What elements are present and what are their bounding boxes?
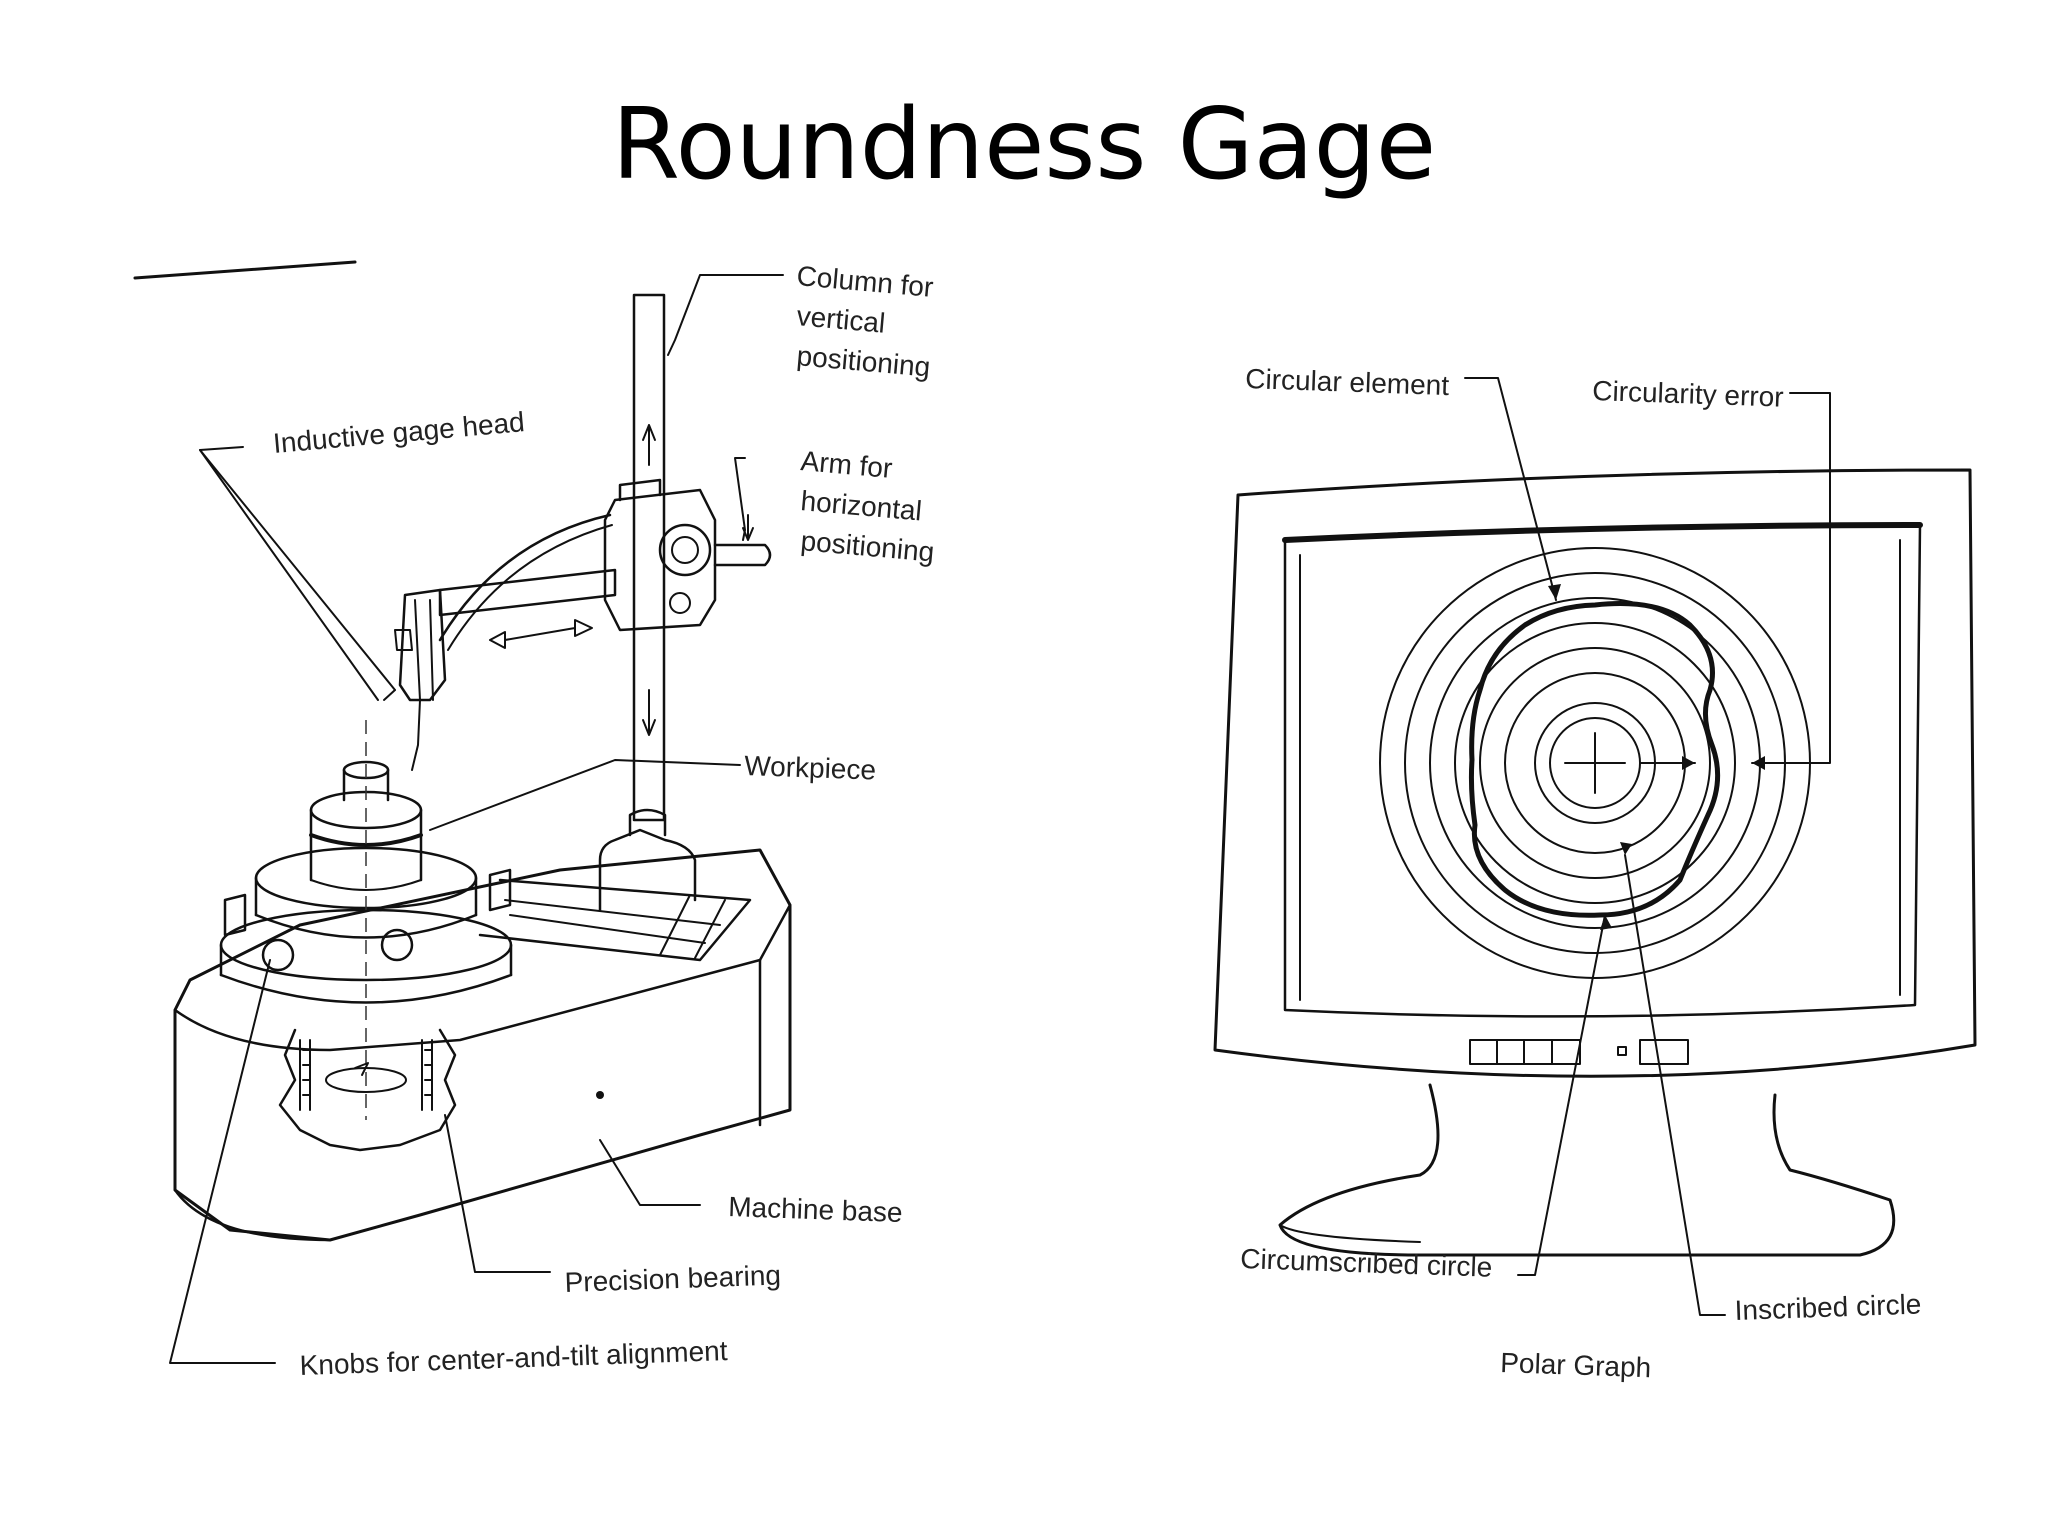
label-column-2: vertical [795, 300, 886, 339]
label-precision-bearing: Precision bearing [564, 1259, 781, 1298]
label-inscribed-circle: Inscribed circle [1734, 1288, 1922, 1325]
roundness-machine-drawing [133, 260, 792, 1242]
polar-labels: Circular element Circularity error Circu… [1240, 363, 1922, 1383]
label-column-1: Column for [795, 260, 934, 303]
label-circular-element: Circular element [1245, 363, 1450, 401]
label-polar-graph: Polar Graph [1500, 1347, 1652, 1383]
label-column-3: positioning [795, 340, 931, 383]
machine-leader-lines [169, 274, 784, 1364]
machine-labels: Column for vertical positioning Inductiv… [272, 260, 936, 1381]
polar-graph [1379, 547, 1811, 979]
label-machine-base: Machine base [728, 1191, 903, 1228]
label-knobs: Knobs for center-and-tilt alignment [299, 1335, 728, 1381]
monitor-drawing [1213, 468, 1977, 1257]
label-circumscribed-circle: Circumscribed circle [1240, 1243, 1493, 1283]
slide-title: Roundness Gage [611, 88, 1437, 202]
polar-leader-lines [1464, 377, 1831, 1316]
label-arm-2: horizontal [799, 485, 923, 526]
label-circularity-error: Circularity error [1592, 375, 1784, 413]
label-arm-1: Arm for [799, 445, 893, 484]
label-gage-head: Inductive gage head [272, 406, 526, 459]
label-arm-3: positioning [799, 525, 935, 568]
label-workpiece: Workpiece [744, 750, 877, 786]
